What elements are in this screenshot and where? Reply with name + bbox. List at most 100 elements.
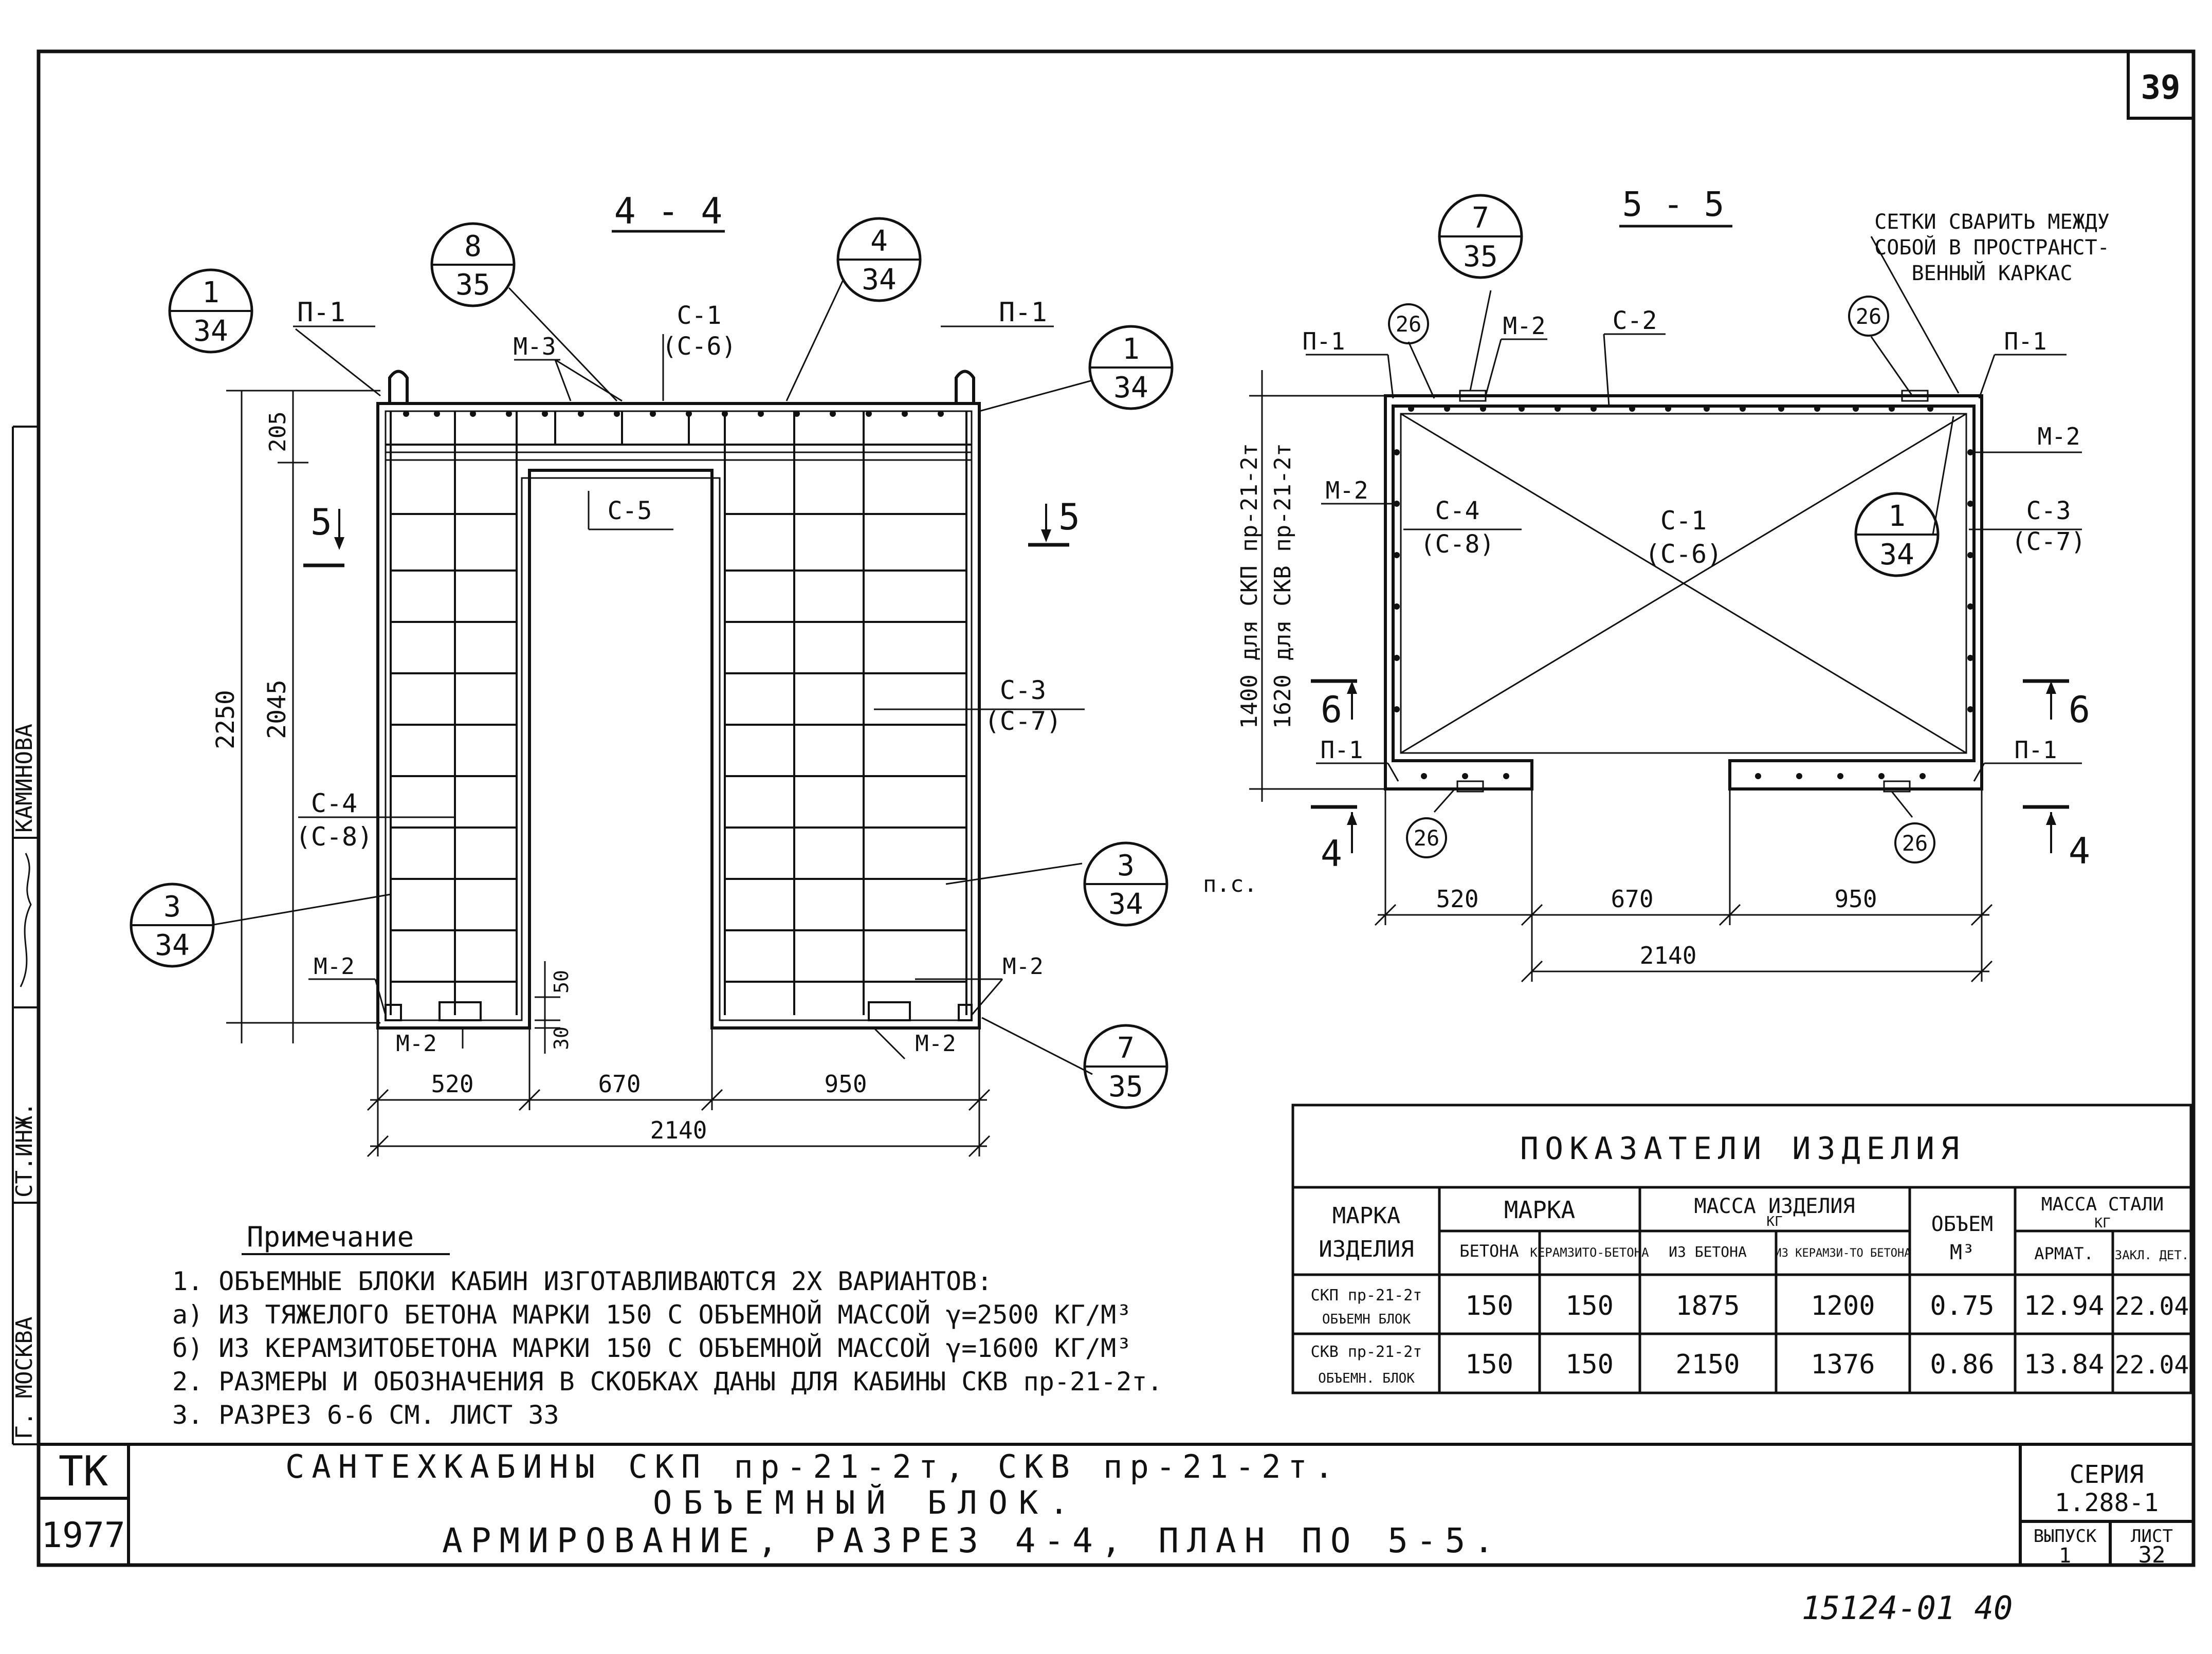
svg-text:34: 34 (1108, 888, 1143, 921)
svg-text:35: 35 (1463, 240, 1497, 273)
label-p1-bl: П-1 (1320, 736, 1363, 764)
svg-text:12.94: 12.94 (2024, 1291, 2105, 1321)
th-m3: М³ (1950, 1241, 1975, 1264)
label-c3: С-3 (2026, 497, 2071, 525)
label-c6: (С-6) (662, 332, 737, 361)
sheet-label: ЛИСТ (2131, 1526, 2173, 1547)
sheet-frame (12, 49, 2196, 1567)
label-m2-right: М-2 (2037, 422, 2080, 450)
th-armat: АРМАТ. (2034, 1244, 2094, 1263)
dim-2045: 2045 (263, 679, 291, 739)
label-c5: С-5 (608, 497, 652, 525)
svg-text:3: 3 (163, 890, 181, 924)
label-p1-left: П-1 (297, 297, 345, 328)
label-p1-tr: П-1 (2004, 327, 2046, 355)
label-p1-right: П-1 (999, 297, 1047, 328)
svg-text:4: 4 (870, 225, 888, 258)
notes-block: Примечание 1. ОБЪЕМНЫЕ БЛОКИ КАБИН ИЗГОТ… (172, 1221, 1163, 1430)
svg-text:26: 26 (1396, 311, 1422, 337)
svg-text:34: 34 (193, 315, 228, 348)
svg-text:13.84: 13.84 (2024, 1349, 2105, 1380)
svg-text:СКВ пр-21-2т: СКВ пр-21-2т (1311, 1343, 1422, 1361)
label-p1-tl: П-1 (1302, 327, 1345, 355)
svg-text:4: 4 (1321, 833, 1342, 875)
cut-markers-6-4: 6 6 4 4 (1311, 679, 2090, 875)
dim-950: 950 (824, 1070, 867, 1098)
table-row: СКВ пр-21-2т ОБЪЕМН. БЛОК 150 150 2150 1… (1311, 1343, 2189, 1386)
label-c2: С-2 (1613, 306, 1657, 335)
note-line-3: б) ИЗ КЕРАМЗИТОБЕТОНА МАРКИ 150 С ОБЪЕМН… (172, 1333, 1131, 1363)
small-callouts-26: 26 26 26 26 (1388, 296, 1935, 863)
svg-text:34: 34 (1879, 538, 1914, 572)
svg-text:0.75: 0.75 (1930, 1291, 1994, 1321)
callout-4-34: 4 34 (836, 217, 922, 302)
weld-note-1: СЕТКИ СВАРИТЬ МЕЖДУ (1874, 210, 2110, 234)
title-line-2: ОБЪЕМНЫЙ БЛОК. (653, 1484, 1080, 1521)
svg-text:35: 35 (455, 268, 490, 302)
margin-city: Г. МОСКВА (11, 1317, 38, 1439)
margin-name: КАМИНОВА (11, 724, 38, 833)
svg-text:1200: 1200 (1811, 1291, 1875, 1321)
svg-text:150: 150 (1465, 1291, 1513, 1321)
left-margin-labels: КАМИНОВА СТ.ИНЖ. Г. МОСКВА (11, 724, 38, 1439)
dim-50: 50 (550, 970, 573, 994)
title-line-1: САНТЕХКАБИНЫ СКП пр-21-2т, СКВ пр-21-2т. (285, 1448, 1341, 1485)
note-line-4: 2. РАЗМЕРЫ И ОБОЗНАЧЕНИЯ В СКОБКАХ ДАНЫ … (172, 1367, 1163, 1396)
section-4-4-title: 4 - 4 (614, 190, 723, 232)
cut-5-left: 5 (310, 501, 332, 543)
page-number: 39 (2141, 69, 2180, 107)
label-c3: С-3 (1000, 675, 1046, 705)
svg-text:0.86: 0.86 (1930, 1349, 1994, 1380)
svg-text:22.04: 22.04 (2115, 1292, 2189, 1321)
svg-text:35: 35 (1108, 1070, 1143, 1104)
th-zakl: ЗАКЛ. ДЕТ. (2115, 1248, 2189, 1262)
notes-title: Примечание (247, 1221, 414, 1253)
weld-note-3: ВЕННЫЙ КАРКАС (1911, 261, 2072, 285)
callout-7-35: 7 35 (1083, 1024, 1168, 1109)
svg-text:26: 26 (1414, 825, 1440, 851)
callout-8-35: 8 35 (430, 222, 516, 307)
series-label: СЕРИЯ (2070, 1460, 2144, 1489)
label-m2-bottom-left: М-2 (396, 1031, 436, 1057)
title-line-3: АРМИРОВАНИЕ, РАЗРЕЗ 4-4, ПЛАН ПО 5-5. (442, 1521, 1502, 1560)
archive-number: 15124-01 40 (1802, 1589, 2013, 1627)
th-mark2: ИЗДЕЛИЯ (1319, 1236, 1414, 1262)
th-mass-kg: КГ (1766, 1214, 1782, 1229)
title-block: ТК 1977 САНТЕХКАБИНЫ СКП пр-21-2т, СКВ п… (39, 1443, 2193, 1568)
svg-text:26: 26 (1902, 831, 1928, 856)
dim-950-plan: 950 (1834, 885, 1877, 913)
callout-3-34-left: 3 34 (130, 883, 215, 968)
callout-1-34-plan: 1 34 (1854, 492, 1940, 577)
section-5-5: 5 - 5 СЕТКИ СВАРИТЬ МЕЖДУ СОБОЙ В ПРОСТР… (1236, 185, 2110, 983)
cut-5-markers: 5 5 (303, 496, 1080, 567)
th-keram: КЕРАМЗИТО-БЕТОНА (1530, 1245, 1649, 1260)
svg-text:150: 150 (1565, 1291, 1614, 1321)
section-4-4: 4 - 4 (130, 190, 1257, 1157)
note-line-5: 3. РАЗРЕЗ 6-6 СМ. ЛИСТ 33 (172, 1400, 559, 1430)
svg-text:34: 34 (1113, 371, 1148, 405)
svg-text:150: 150 (1565, 1349, 1614, 1380)
th-mark: МАРКА (1332, 1203, 1400, 1229)
callout-7-35-plan: 7 35 (1438, 194, 1523, 279)
sheet-number: 32 (2138, 1542, 2166, 1568)
cut-5-right: 5 (1058, 496, 1080, 538)
signature-mark (20, 853, 32, 987)
label-c1: С-1 (677, 301, 722, 330)
label-m2-left: М-2 (1325, 476, 1368, 504)
product-indicators-table: ПОКАЗАТЕЛИ ИЗДЕЛИЯ МАРКА ИЗДЕЛИЯ МАРКА Б… (1291, 1104, 2192, 1394)
label-m2-bottom-right: М-2 (915, 1031, 956, 1057)
dim-2250: 2250 (211, 690, 240, 749)
callout-1-34-left: 1 34 (168, 268, 253, 354)
svg-text:ОБЪЕМН. БЛОК: ОБЪЕМН. БЛОК (1318, 1371, 1415, 1386)
label-m2-right: М-2 (1002, 953, 1043, 980)
label-ps: п.с. (1203, 871, 1257, 897)
dim-520-plan: 520 (1436, 885, 1478, 913)
dim-30: 30 (550, 1026, 573, 1050)
table-row: СКП пр-21-2т ОБЪЕМН БЛОК 150 150 1875 12… (1311, 1287, 2189, 1327)
svg-text:7: 7 (1117, 1032, 1135, 1065)
svg-text:1376: 1376 (1811, 1349, 1875, 1380)
label-c6: (С-6) (1645, 539, 1723, 569)
svg-text:8: 8 (464, 230, 482, 263)
note-line-2: а) ИЗ ТЯЖЕЛОГО БЕТОНА МАРКИ 150 С ОБЪЕМН… (172, 1299, 1131, 1330)
label-c7: (С-7) (2012, 527, 2086, 556)
